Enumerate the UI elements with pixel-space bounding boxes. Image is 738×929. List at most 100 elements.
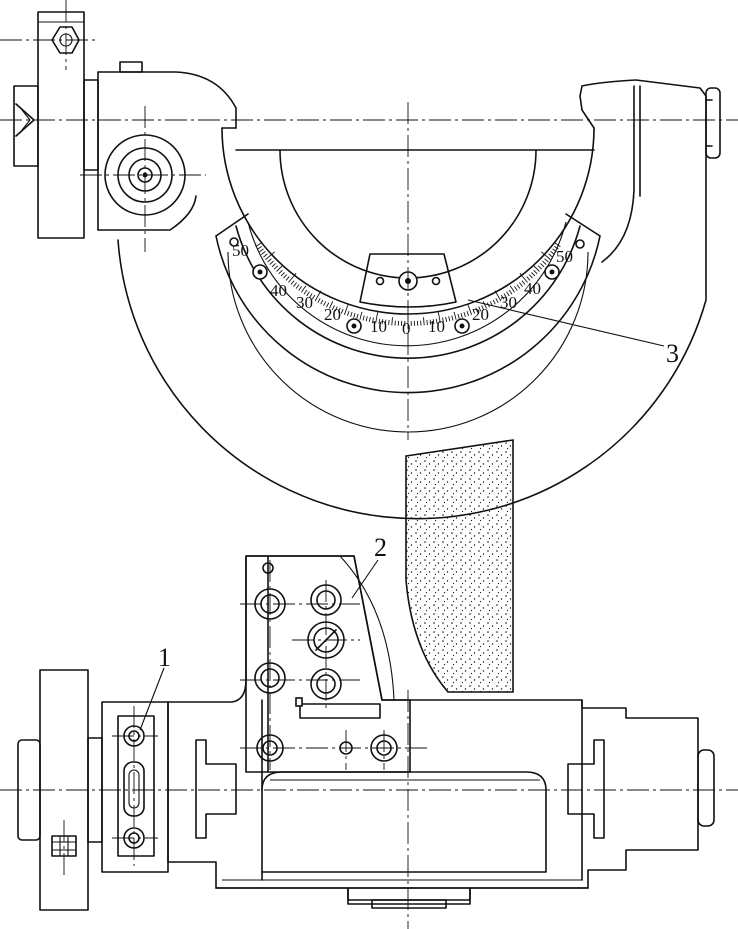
scale-tick bbox=[331, 305, 335, 311]
scale-tick bbox=[372, 317, 374, 323]
scale-tick bbox=[533, 269, 538, 275]
scale-tick bbox=[384, 319, 387, 325]
scale-tick bbox=[448, 316, 451, 322]
scale-label-left-20: 20 bbox=[324, 305, 341, 324]
callouts: 3 2 1 bbox=[139, 299, 679, 731]
scale-tick bbox=[300, 285, 307, 293]
scale-tick bbox=[475, 307, 479, 313]
scale-tick bbox=[553, 241, 561, 248]
angle-scale: 0 10 20 30 40 50 10 20 30 40 50 bbox=[215, 213, 601, 433]
scale-tick bbox=[293, 282, 297, 287]
scale-tick bbox=[295, 284, 300, 289]
scale-tick bbox=[311, 294, 316, 300]
scale-tick bbox=[457, 313, 460, 319]
scale-tick bbox=[478, 306, 482, 312]
pivot-block bbox=[97, 61, 237, 231]
scale-tick bbox=[303, 289, 308, 295]
scale-tick bbox=[362, 315, 365, 321]
top-view: 0 10 20 30 40 50 10 20 30 40 50 bbox=[0, 0, 738, 520]
arc-body bbox=[117, 79, 721, 520]
scale-tick bbox=[334, 306, 338, 312]
scale-tick bbox=[445, 316, 448, 322]
scale-tick bbox=[519, 273, 528, 283]
scale-tick bbox=[346, 310, 350, 317]
scale-tick bbox=[554, 246, 559, 250]
scale-tick bbox=[550, 251, 555, 255]
scale-tick bbox=[542, 260, 547, 265]
scale-tick bbox=[391, 317, 393, 326]
scale-tick bbox=[541, 251, 551, 260]
scale-tick bbox=[288, 273, 297, 283]
scale-tick bbox=[429, 319, 432, 325]
scale-tick bbox=[368, 316, 371, 322]
fixture-base bbox=[167, 555, 715, 909]
scale-tick bbox=[451, 315, 454, 321]
scale-tick bbox=[460, 312, 463, 319]
scale-tick bbox=[467, 303, 473, 315]
scale-tick bbox=[472, 308, 476, 314]
bottom-view bbox=[0, 555, 738, 929]
scale-tick bbox=[381, 319, 384, 325]
callout-1: 1 bbox=[158, 643, 171, 672]
scale-tick bbox=[343, 303, 349, 315]
scale-tick bbox=[489, 301, 493, 306]
scale-tick bbox=[516, 284, 521, 289]
scale-tick bbox=[314, 290, 322, 302]
scale-tick bbox=[540, 263, 545, 268]
scale-tick bbox=[552, 248, 557, 253]
left-clamp bbox=[13, 11, 99, 239]
scale-tick bbox=[423, 317, 425, 326]
scale-label-right-50: 50 bbox=[556, 247, 573, 266]
scale-tick bbox=[508, 289, 513, 295]
scale-tick bbox=[378, 318, 381, 324]
scale-tick bbox=[514, 286, 518, 291]
scale-ticks bbox=[255, 241, 561, 326]
scale-tick bbox=[309, 293, 313, 298]
scale-tick bbox=[276, 265, 283, 272]
scale-tick bbox=[528, 274, 533, 279]
scale-tick bbox=[533, 265, 540, 272]
scale-tick bbox=[544, 258, 549, 263]
scale-label-right-20: 20 bbox=[472, 305, 489, 324]
scale-tick bbox=[273, 265, 279, 270]
scale-tick bbox=[463, 311, 466, 318]
scale-tick bbox=[337, 307, 341, 313]
vernier-pointer bbox=[359, 253, 457, 308]
scale-tick bbox=[350, 311, 353, 318]
scale-tick bbox=[482, 301, 488, 309]
holder-plate bbox=[245, 555, 411, 773]
scale-tick bbox=[442, 317, 444, 323]
scale-tick bbox=[323, 301, 327, 306]
scale-tick bbox=[356, 313, 359, 319]
scale-label-right-10: 10 bbox=[428, 317, 445, 336]
scale-tick bbox=[320, 299, 324, 305]
scale-tick bbox=[271, 263, 276, 268]
scale-tick bbox=[298, 286, 302, 291]
scale-tick bbox=[494, 290, 502, 302]
scale-tick bbox=[548, 253, 553, 258]
scale-tick bbox=[255, 241, 263, 248]
scale-label-center: 0 bbox=[402, 319, 411, 338]
scale-tick bbox=[437, 311, 441, 324]
scale-tick bbox=[495, 298, 499, 303]
scale-label-right-40: 40 bbox=[524, 279, 541, 298]
scale-tick bbox=[521, 280, 526, 285]
scale-tick bbox=[306, 291, 310, 297]
scale-tick bbox=[353, 312, 356, 319]
scale-tick bbox=[267, 258, 272, 263]
scale-tick bbox=[531, 272, 536, 277]
scale-tick bbox=[285, 276, 290, 281]
scale-tick bbox=[278, 269, 283, 275]
scale-tick bbox=[326, 302, 330, 308]
scale-tick bbox=[426, 319, 428, 326]
scale-tick bbox=[263, 253, 268, 258]
scale-tick bbox=[466, 310, 470, 317]
scale-tick bbox=[388, 319, 390, 326]
scale-tick bbox=[519, 282, 523, 287]
callout-3: 3 bbox=[666, 339, 679, 368]
scale-tick bbox=[435, 318, 438, 324]
scale-tick bbox=[269, 260, 274, 265]
scale-tick bbox=[257, 246, 262, 250]
scale-tick bbox=[453, 311, 457, 320]
